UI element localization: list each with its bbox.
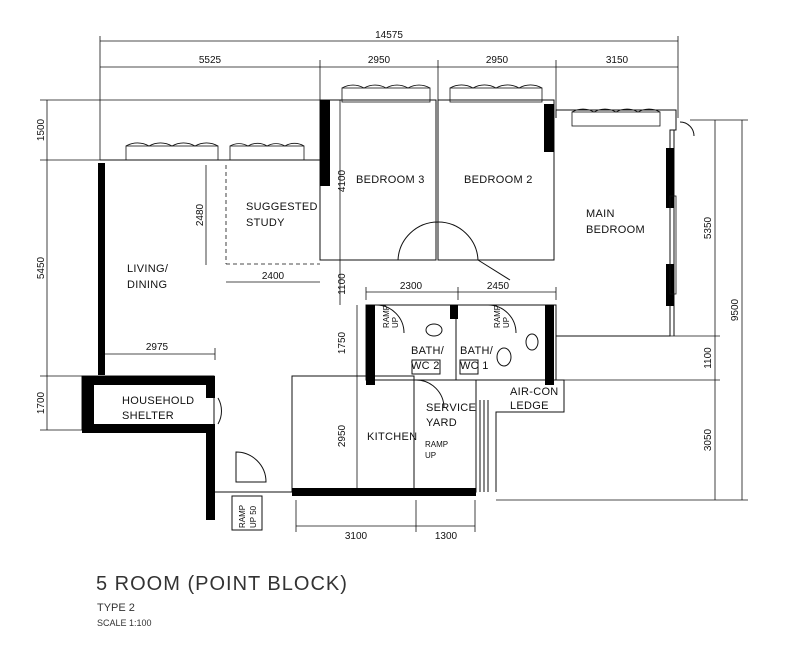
label-bath2-2: WC 2 xyxy=(411,360,440,372)
dim-kitchen-width: 3100 xyxy=(345,531,368,542)
plan-title: 5 ROOM (POINT BLOCK) xyxy=(96,573,348,595)
plan-type: TYPE 2 xyxy=(97,602,135,614)
label-bath1-1: BATH/ xyxy=(460,345,494,357)
ramp-yard-up: UP xyxy=(425,451,436,460)
ramp-entry-up50: UP 50 xyxy=(249,505,258,528)
dim-bath1-width: 2450 xyxy=(487,281,510,292)
doors xyxy=(217,121,695,483)
structural-walls xyxy=(82,100,674,520)
label-main-bedroom-2: BEDROOM xyxy=(586,224,645,236)
ramp-bath1-ramp: RAMP xyxy=(493,305,502,328)
label-study-1: SUGGESTED xyxy=(246,201,318,213)
label-living-2: DINING xyxy=(127,279,167,291)
label-bath2-1: BATH/ xyxy=(411,345,445,357)
ramp-yard-ramp: RAMP xyxy=(425,440,448,449)
dim-left-5450: 5450 xyxy=(36,256,47,279)
dim-kitchen-depth: 2950 xyxy=(337,424,348,447)
dim-overall: 14575 xyxy=(375,30,403,41)
label-bedroom-3: BEDROOM 3 xyxy=(356,174,425,186)
label-aircon-1: AIR-CON xyxy=(510,386,559,398)
dim-bed3-depth: 4100 xyxy=(337,169,348,192)
dim-study-width: 2400 xyxy=(262,271,285,282)
room-labels: BEDROOM 3 BEDROOM 2 MAIN BEDROOM SUGGEST… xyxy=(122,174,645,443)
study-outline xyxy=(225,165,320,265)
dim-bed2-width: 2950 xyxy=(486,55,509,66)
dim-living-width: 5525 xyxy=(199,55,222,66)
caption: 5 ROOM (POINT BLOCK) TYPE 2 SCALE 1:100 xyxy=(96,573,348,628)
label-study-2: STUDY xyxy=(246,217,285,229)
label-kitchen: KITCHEN xyxy=(367,431,417,443)
dim-living-2975: 2975 xyxy=(146,342,169,353)
dim-right-3050: 3050 xyxy=(703,428,714,451)
plan-scale: SCALE 1:100 xyxy=(97,618,152,628)
dimension-labels: 14575 5525 2950 2950 3150 1500 5450 1700… xyxy=(36,30,741,542)
dim-left-1700: 1700 xyxy=(36,391,47,414)
label-yard-2: YARD xyxy=(426,417,457,429)
label-shelter-1: HOUSEHOLD xyxy=(122,395,194,407)
label-yard-1: SERVICE xyxy=(426,402,476,414)
dim-right-5350: 5350 xyxy=(703,216,714,239)
label-shelter-2: SHELTER xyxy=(122,410,174,422)
toilet-icon xyxy=(425,323,443,337)
ramp-labels: RAMP UP RAMP UP RAMP UP RAMP UP 50 xyxy=(238,305,511,528)
label-main-bedroom-1: MAIN xyxy=(586,208,615,220)
dim-bath-depth: 1750 xyxy=(337,331,348,354)
ramp-entry-ramp: RAMP xyxy=(238,505,247,528)
ramp-bath2-ramp: RAMP xyxy=(382,305,391,328)
dim-right-9500: 9500 xyxy=(730,298,741,321)
dim-right-1100: 1100 xyxy=(703,347,714,369)
dim-yard-width: 1300 xyxy=(435,531,458,542)
label-bedroom-2: BEDROOM 2 xyxy=(464,174,533,186)
label-aircon-2: LEDGE xyxy=(510,400,549,412)
dim-bath2-width: 2300 xyxy=(400,281,423,292)
windows xyxy=(125,84,677,295)
dim-study-depth: 2480 xyxy=(195,203,206,226)
dim-corridor: 1100 xyxy=(337,273,348,295)
fixtures xyxy=(411,323,539,375)
label-living-1: LIVING/ xyxy=(127,263,169,275)
dim-master-width: 3150 xyxy=(606,55,629,66)
ramp-bath2-up: UP xyxy=(391,317,400,328)
label-bath1-2: WC 1 xyxy=(460,360,489,372)
ramp-bath1-up: UP xyxy=(502,317,511,328)
thin-walls xyxy=(81,99,677,531)
dim-bed3-width: 2950 xyxy=(368,55,391,66)
dim-left-1500: 1500 xyxy=(36,118,47,141)
